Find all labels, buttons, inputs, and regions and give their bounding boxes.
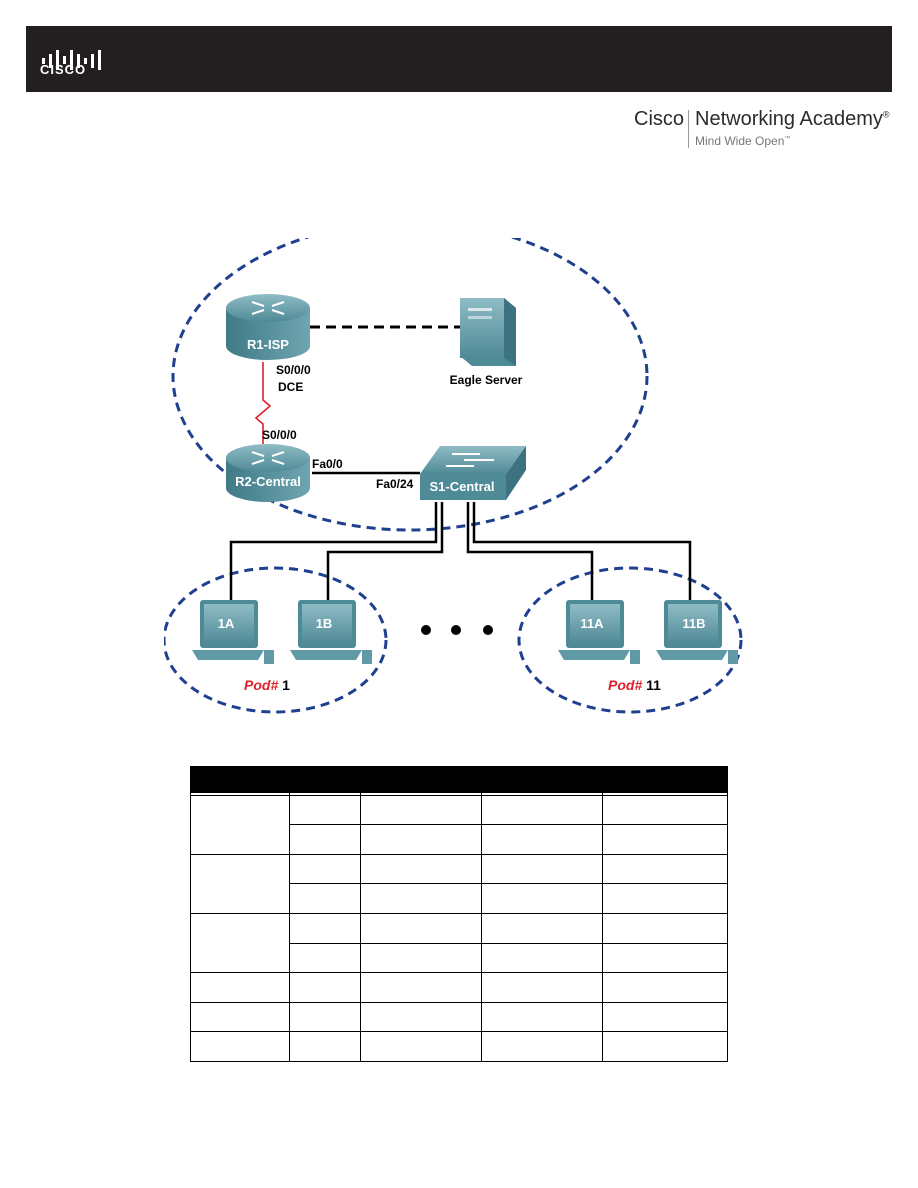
pod-number: 11 bbox=[646, 677, 661, 693]
table-header-cell bbox=[190, 766, 290, 793]
router-r2-central: R2-Central bbox=[226, 444, 310, 502]
addressing-table bbox=[190, 766, 728, 1062]
network-topology-diagram: R1-ISP R2-Central Eagle Server S1-Centra… bbox=[164, 238, 744, 720]
networking-academy-logo: Cisco Networking Academy® Mind Wide Open… bbox=[634, 108, 890, 152]
table-row bbox=[190, 912, 728, 974]
table-row bbox=[190, 972, 728, 1003]
pod-11-label: Pod# 11 bbox=[608, 677, 661, 693]
core-network-boundary bbox=[171, 238, 649, 532]
table-row bbox=[191, 824, 728, 855]
host-1a: 1A bbox=[192, 600, 274, 664]
serial-link bbox=[254, 362, 272, 444]
host-11a: 11A bbox=[558, 600, 640, 664]
router-r2-label: R2-Central bbox=[235, 474, 301, 489]
r2-serial-label: S0/0/0 bbox=[262, 428, 297, 442]
pod-1-boundary bbox=[164, 566, 388, 714]
r2-fa-label: Fa0/0 bbox=[312, 457, 343, 471]
table-row bbox=[190, 1001, 728, 1033]
host-1b: 1B bbox=[290, 600, 372, 664]
pod-number: 1 bbox=[282, 677, 290, 693]
more-pods-ellipsis-icon bbox=[421, 625, 493, 635]
academy-name: Networking Academy® bbox=[695, 108, 890, 131]
host-label: 11B bbox=[682, 616, 705, 631]
table-subheader-row bbox=[190, 792, 728, 796]
cisco-header-bar: CISCO bbox=[26, 26, 892, 92]
host-label: 1B bbox=[316, 616, 333, 631]
switch-label: S1-Central bbox=[429, 479, 494, 494]
router-arrows-icon bbox=[251, 451, 285, 465]
table-row bbox=[191, 942, 728, 974]
table-row bbox=[190, 1031, 728, 1062]
switch-s1-central: S1-Central bbox=[420, 446, 526, 500]
pod-11-boundary bbox=[517, 566, 743, 714]
academy-tagline: Mind Wide Open™ bbox=[695, 134, 790, 148]
switch-arrows-icon bbox=[446, 453, 494, 467]
academy-company: Cisco bbox=[634, 108, 685, 130]
academy-divider bbox=[688, 110, 689, 148]
academy-tm-mark: ™ bbox=[784, 136, 791, 142]
server-label: Eagle Server bbox=[450, 373, 523, 387]
host-11b: 11B bbox=[656, 600, 738, 664]
access-links bbox=[229, 502, 692, 602]
eagle-server: Eagle Server bbox=[450, 298, 523, 387]
table-header-cell bbox=[481, 766, 728, 793]
table-row bbox=[190, 794, 728, 855]
router-r1-label: R1-ISP bbox=[247, 337, 289, 352]
pod-prefix: Pod# bbox=[244, 677, 278, 693]
table-row bbox=[190, 853, 728, 914]
r1-serial-label: S0/0/0 bbox=[276, 363, 311, 377]
cisco-wordmark: CISCO bbox=[40, 62, 87, 77]
host-label: 11A bbox=[580, 616, 604, 631]
table-header-row bbox=[190, 766, 728, 793]
pod-1-label: Pod# 1 bbox=[244, 677, 290, 693]
cisco-bridge-logo-icon bbox=[42, 50, 101, 70]
academy-name-text: Networking Academy bbox=[695, 108, 883, 130]
pod-prefix: Pod# bbox=[608, 677, 642, 693]
table-header-cell bbox=[289, 766, 482, 793]
academy-registered-mark: ® bbox=[882, 109, 890, 120]
host-label: 1A bbox=[218, 616, 235, 631]
router-r1-isp: R1-ISP bbox=[226, 294, 310, 360]
router-arrows-icon bbox=[251, 301, 285, 315]
academy-tagline-text: Mind Wide Open bbox=[695, 134, 785, 148]
s1-fa-label: Fa0/24 bbox=[376, 477, 414, 491]
r1-dce-label: DCE bbox=[278, 380, 303, 394]
